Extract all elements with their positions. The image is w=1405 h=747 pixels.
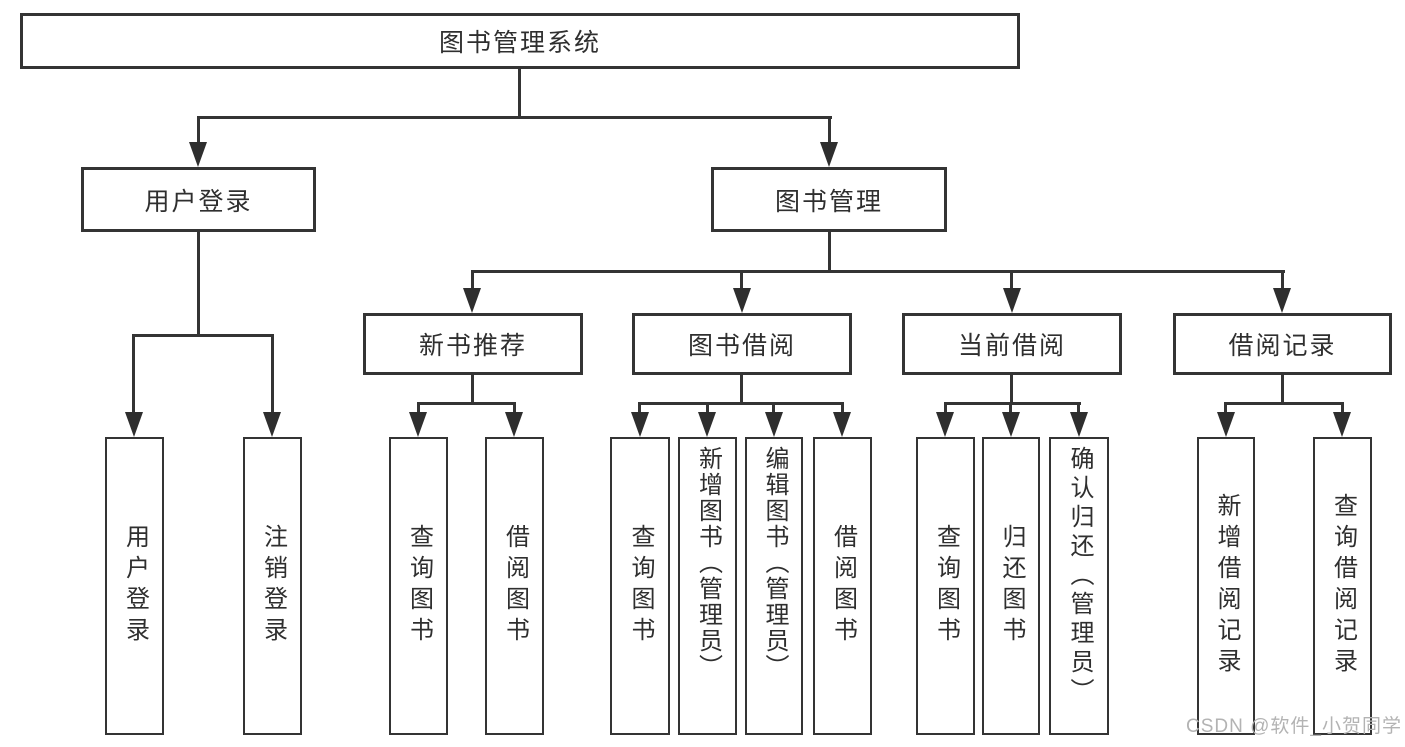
- node-book-borrowing: 图书借阅: [632, 313, 852, 375]
- node-current-borrowing: 当前借阅: [902, 313, 1122, 375]
- connector-bookmgmt-drop2: [740, 270, 743, 290]
- arrowhead-new-book-recommend: [463, 288, 481, 313]
- connector-current-stem: [1010, 375, 1013, 405]
- connector-userlogin-drop2: [271, 334, 274, 414]
- leaf-edit-books-admin: 编辑图书（管理员）: [745, 437, 803, 735]
- arrowhead-add-borrow-record: [1217, 412, 1235, 437]
- arrowhead-book-borrowing: [733, 288, 751, 313]
- connector-current-drop2: [1009, 402, 1012, 413]
- leaf-user-login: 用户登录: [105, 437, 164, 735]
- connector-borrowing-rail: [638, 402, 844, 405]
- connector-current-rail: [944, 402, 1081, 405]
- leaf-add-borrow-record: 新增借阅记录: [1197, 437, 1255, 735]
- arrowhead-return-books: [1002, 412, 1020, 437]
- connector-borrowing-drop4: [841, 402, 844, 413]
- connector-borrowing-drop2: [706, 402, 709, 413]
- leaf-add-books-admin: 新增图书（管理员）: [678, 437, 737, 735]
- connector-bookmgmt-stem: [828, 232, 831, 273]
- arrowhead-book-management: [820, 142, 838, 167]
- arrowhead-borrow-books-recommend: [505, 412, 523, 437]
- arrowhead-query-books-borrowing: [631, 412, 649, 437]
- leaf-borrow-books-borrowing: 借阅图书: [813, 437, 872, 735]
- arrowhead-query-borrow-record: [1333, 412, 1351, 437]
- arrowhead-edit-books-admin: [765, 412, 783, 437]
- arrowhead-current-borrowing: [1003, 288, 1021, 313]
- connector-bookmgmt-drop1: [471, 270, 474, 290]
- leaf-borrow-books-recommend: 借阅图书: [485, 437, 544, 735]
- arrowhead-borrow-books-borrowing: [833, 412, 851, 437]
- connector-recommend-stem: [471, 375, 474, 405]
- connector-root-stem: [518, 69, 521, 119]
- connector-current-drop3: [1077, 402, 1080, 413]
- arrowhead-add-books-admin: [698, 412, 716, 437]
- connector-userlogin-stem: [197, 232, 200, 336]
- node-new-book-recommend: 新书推荐: [363, 313, 583, 375]
- connector-root-drop-right: [828, 116, 831, 146]
- arrowhead-query-books-current: [936, 412, 954, 437]
- leaf-query-books-current: 查询图书: [916, 437, 975, 735]
- leaf-query-books-borrowing: 查询图书: [610, 437, 670, 735]
- connector-recommend-drop1: [417, 402, 420, 413]
- connector-userlogin-drop1: [132, 334, 135, 414]
- node-book-management: 图书管理: [711, 167, 947, 232]
- connector-bookmgmt-drop4: [1281, 270, 1284, 290]
- connector-records-drop1: [1224, 402, 1227, 413]
- leaf-return-books: 归还图书: [982, 437, 1040, 735]
- leaf-query-books-recommend: 查询图书: [389, 437, 448, 735]
- node-user-login: 用户登录: [81, 167, 316, 232]
- arrowhead-leaf-logout: [263, 412, 281, 437]
- connector-records-stem: [1281, 375, 1284, 405]
- connector-records-drop2: [1341, 402, 1344, 413]
- connector-current-drop1: [944, 402, 947, 413]
- connector-recommend-drop2: [513, 402, 516, 413]
- csdn-watermark: CSDN @软件_小贺同学: [1186, 716, 1402, 737]
- connector-root-rail: [197, 116, 832, 119]
- leaf-logout-login: 注销登录: [243, 437, 302, 735]
- node-root: 图书管理系统: [20, 13, 1020, 69]
- connector-borrowing-drop3: [772, 402, 775, 413]
- connector-userlogin-rail: [132, 334, 274, 337]
- connector-bookmgmt-drop3: [1010, 270, 1013, 290]
- connector-records-rail: [1224, 402, 1344, 405]
- connector-borrowing-stem: [740, 375, 743, 405]
- leaf-confirm-return-admin: 确认归还（管理员）: [1049, 437, 1109, 735]
- connector-bookmgmt-rail: [471, 270, 1285, 273]
- connector-root-drop-left: [197, 116, 200, 146]
- arrowhead-query-books-recommend: [409, 412, 427, 437]
- connector-recommend-rail: [417, 402, 516, 405]
- node-borrowing-records: 借阅记录: [1173, 313, 1392, 375]
- arrowhead-confirm-return: [1070, 412, 1088, 437]
- arrowhead-borrowing-records: [1273, 288, 1291, 313]
- arrowhead-user-login: [189, 142, 207, 167]
- connector-borrowing-drop1: [638, 402, 641, 413]
- leaf-query-borrow-record: 查询借阅记录: [1313, 437, 1372, 735]
- arrowhead-leaf-user-login: [125, 412, 143, 437]
